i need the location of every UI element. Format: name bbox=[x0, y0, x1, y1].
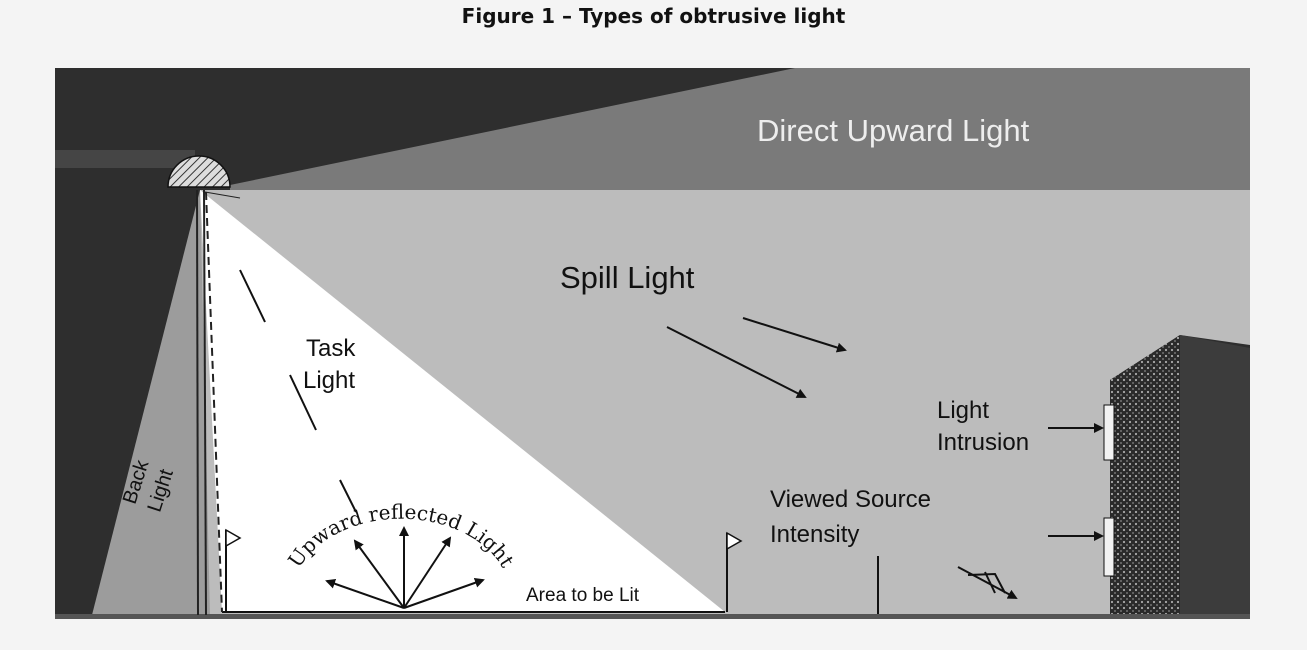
task-ray-1 bbox=[239, 269, 266, 323]
back-light-region bbox=[92, 190, 210, 615]
pole-left bbox=[196, 189, 199, 616]
viewed-source-label-1: Viewed Source bbox=[770, 486, 931, 513]
pole-right bbox=[203, 189, 207, 616]
window-lower bbox=[1103, 517, 1115, 577]
spill-arrow-2 bbox=[666, 326, 807, 398]
light-intrusion-label-1: Light bbox=[937, 397, 989, 424]
spill-arrow-1 bbox=[742, 317, 847, 353]
reflected-arrows bbox=[325, 526, 485, 609]
building-front bbox=[1110, 335, 1180, 615]
spill-light-label: Spill Light bbox=[560, 260, 695, 295]
task-light-label-1: Task bbox=[306, 335, 356, 362]
flag-right-icon bbox=[726, 531, 743, 612]
flag-left-icon bbox=[225, 528, 242, 612]
figure-title: Figure 1 – Types of obtrusive light bbox=[461, 4, 846, 28]
task-ray-2 bbox=[289, 374, 317, 431]
direct-upward-light-region bbox=[230, 68, 1250, 190]
horizon-streak bbox=[55, 150, 195, 168]
light-intrusion-label-2: Intrusion bbox=[937, 429, 1029, 456]
luminaire-icon bbox=[167, 155, 231, 188]
eye-icon bbox=[957, 566, 1018, 599]
window-upper bbox=[1103, 404, 1115, 461]
building-side bbox=[1180, 335, 1250, 615]
task-light-region bbox=[200, 190, 725, 612]
task-light-label-2: Light bbox=[303, 367, 355, 394]
viewed-source-label-2: Intensity bbox=[770, 521, 859, 548]
pole-dashed-edge bbox=[205, 191, 223, 613]
ground-line bbox=[55, 614, 1250, 619]
area-to-be-lit-label: Area to be Lit bbox=[526, 585, 640, 606]
task-ray-3 bbox=[339, 479, 357, 513]
spill-edge-line bbox=[204, 191, 241, 199]
direct-upward-label: Direct Upward Light bbox=[757, 113, 1030, 148]
